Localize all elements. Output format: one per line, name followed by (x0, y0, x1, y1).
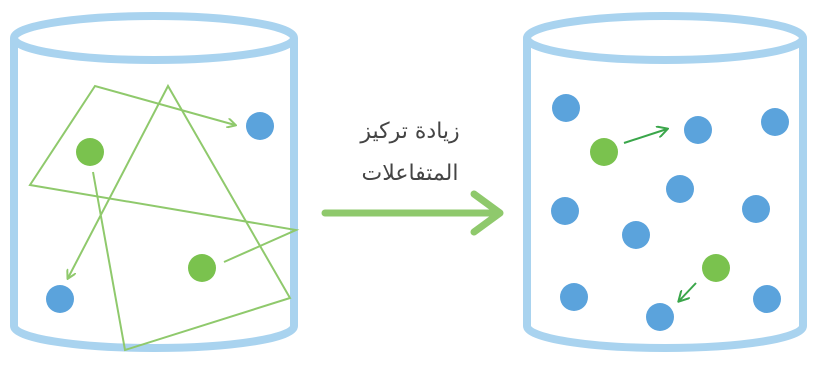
direction-arrow-icon (679, 282, 697, 301)
blue-particle (560, 283, 588, 311)
blue-particle (46, 285, 74, 313)
blue-particle (622, 221, 650, 249)
caption-line-1: زيادة تركيز (359, 119, 459, 144)
caption-line-2: المتفاعلات (362, 161, 459, 186)
green-particle (590, 138, 618, 166)
blue-particle (761, 108, 789, 136)
blue-particle (552, 94, 580, 122)
transition-arrow-icon (321, 190, 504, 236)
particle-paths (28, 83, 300, 352)
path-green-2 (28, 84, 300, 263)
green-particle (76, 138, 104, 166)
path-green-1 (68, 83, 292, 352)
blue-particle (646, 303, 674, 331)
container-after-rim (523, 12, 807, 64)
container-before-rim (10, 12, 298, 64)
blue-particle (684, 116, 712, 144)
green-particle (188, 254, 216, 282)
blue-particle (551, 197, 579, 225)
blue-particle (742, 195, 770, 223)
container-before-body (10, 38, 298, 352)
container-after-body (523, 38, 807, 352)
container-after (523, 12, 807, 352)
blue-particle (753, 285, 781, 313)
blue-particle (666, 175, 694, 203)
blue-particle (246, 112, 274, 140)
container-before (10, 12, 300, 352)
green-particle (702, 254, 730, 282)
transition: زيادة تركيز المتفاعلات (321, 119, 504, 236)
direction-arrow-icon (623, 129, 667, 144)
